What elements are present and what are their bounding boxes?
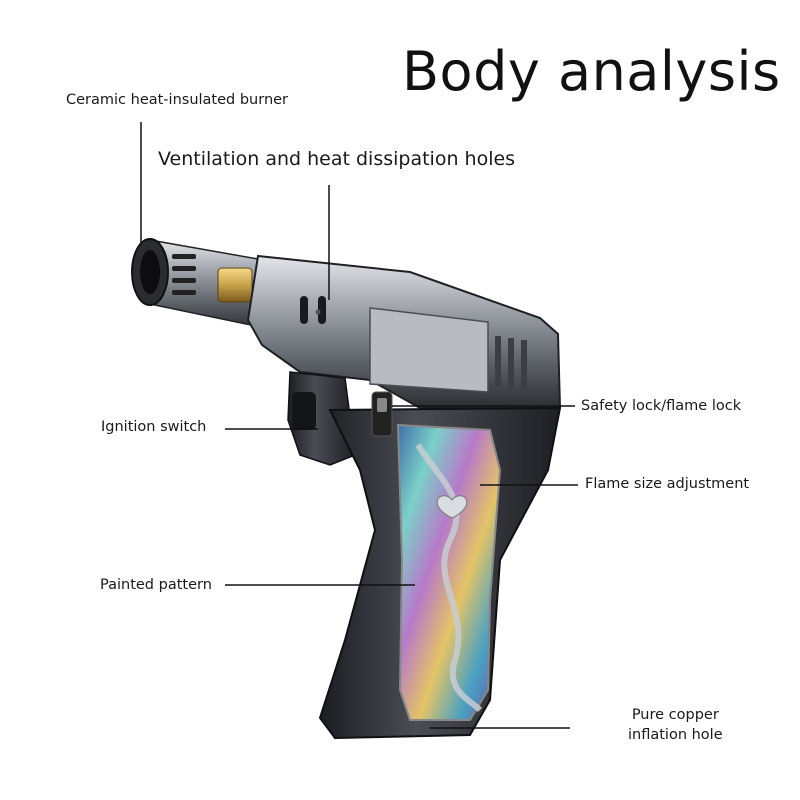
body: [246, 254, 562, 409]
callout-pattern-label: Painted pattern: [100, 577, 212, 593]
grip: [318, 391, 562, 740]
painted-pattern-panel: [396, 423, 502, 721]
callout-ignition-label: Ignition switch: [101, 419, 207, 435]
page-title: Body analysis: [402, 40, 781, 103]
callout-burner-label: Ceramic heat-insulated burner: [66, 92, 289, 108]
callout-flame-size-label: Flame size adjustment: [585, 476, 750, 492]
callout-ventilation-label: Ventilation and heat dissipation holes: [158, 148, 516, 170]
ignition-switch: [287, 371, 356, 466]
callout-inflation-label: Pure copper inflation hole: [628, 707, 723, 743]
callout-lines: [140, 122, 578, 729]
callout-safety-lock-label: Safety lock/flame lock: [581, 398, 742, 414]
